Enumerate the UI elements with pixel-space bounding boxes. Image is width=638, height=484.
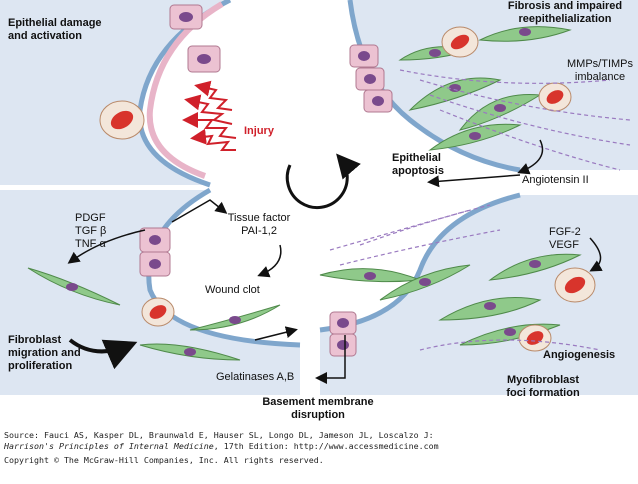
- basement-arrow: [254, 326, 298, 341]
- label-gelatinases: Gelatinases A,B: [216, 371, 295, 383]
- epithelial-cells-bottom-right: [329, 311, 357, 357]
- label-growth-factors-left: PDGF TGF β TNF α: [75, 212, 107, 250]
- angiotensin-arrow: [517, 139, 544, 175]
- epithelial-cells-top-left: [169, 4, 221, 73]
- cycle-arrow-icon: [285, 153, 361, 209]
- caption-copyright: Copyright © The McGraw-Hill Companies, I…: [4, 455, 324, 465]
- nuclei-top-right: [429, 28, 531, 140]
- epithelial-cells-bottom-left: [139, 227, 171, 277]
- panel-title-fibrosis: Fibrosis and impaired reepithelializatio…: [507, 0, 623, 25]
- gelatinase-arrow: [315, 335, 346, 384]
- growth-factor-right-arrow: [589, 237, 603, 272]
- nuclei-bottom-right: [364, 260, 541, 336]
- panel-title-myofibroblast: Myofibroblast foci formation: [506, 374, 580, 399]
- label-mmps-timps: MMPs/TIMPs imbalance: [567, 58, 633, 83]
- red-blood-cell: [141, 297, 175, 327]
- caption-edition: , 17th Edition: http://www.accessmedicin…: [213, 441, 439, 451]
- caption-source: Source: Fauci AS, Kasper DL, Braunwald E…: [4, 430, 434, 440]
- diagram-bottom-gap: [0, 396, 638, 408]
- bottom-right-quadrant: [319, 192, 638, 395]
- epithelial-cells-top-right: [349, 44, 393, 113]
- label-injury: Injury: [244, 125, 274, 137]
- migration-arrow: [68, 338, 138, 370]
- panel-title-fibroblast-migration: Fibroblast migration and proliferation: [8, 334, 81, 372]
- panel-title-basement-membrane: Basement membrane disruption: [262, 396, 374, 421]
- red-blood-cell: [441, 26, 572, 112]
- label-tissue-factor: Tissue factor PAI-1,2: [227, 212, 291, 237]
- tissue-factor-arrow: [171, 199, 228, 223]
- caption-book: Harrison's Principles of Internal Medici…: [4, 441, 439, 451]
- label-epithelial-apoptosis: Epithelial apoptosis: [392, 152, 444, 177]
- growth-factor-arrow: [67, 229, 146, 264]
- nuclei-bottom-left: [66, 283, 241, 356]
- label-angiotensin: Angiotensin II: [522, 174, 589, 186]
- apoptosis-arrow: [427, 174, 521, 188]
- panel-title-angiogenesis: Angiogenesis: [543, 349, 616, 361]
- collagen-fibers-top: [399, 69, 631, 171]
- red-blood-cell: [99, 100, 145, 140]
- injury-arrows: [182, 80, 237, 151]
- label-wound-clot: Wound clot: [205, 284, 260, 296]
- caption-book-title: Harrison's Principles of Internal Medici…: [4, 441, 214, 451]
- collagen-fibers-bottom: [329, 204, 601, 351]
- wound-clot-arrow: [257, 244, 282, 278]
- label-growth-factors-right: FGF-2 VEGF: [549, 226, 581, 251]
- panel-title-epithelial-damage: Epithelial damage and activation: [8, 17, 102, 42]
